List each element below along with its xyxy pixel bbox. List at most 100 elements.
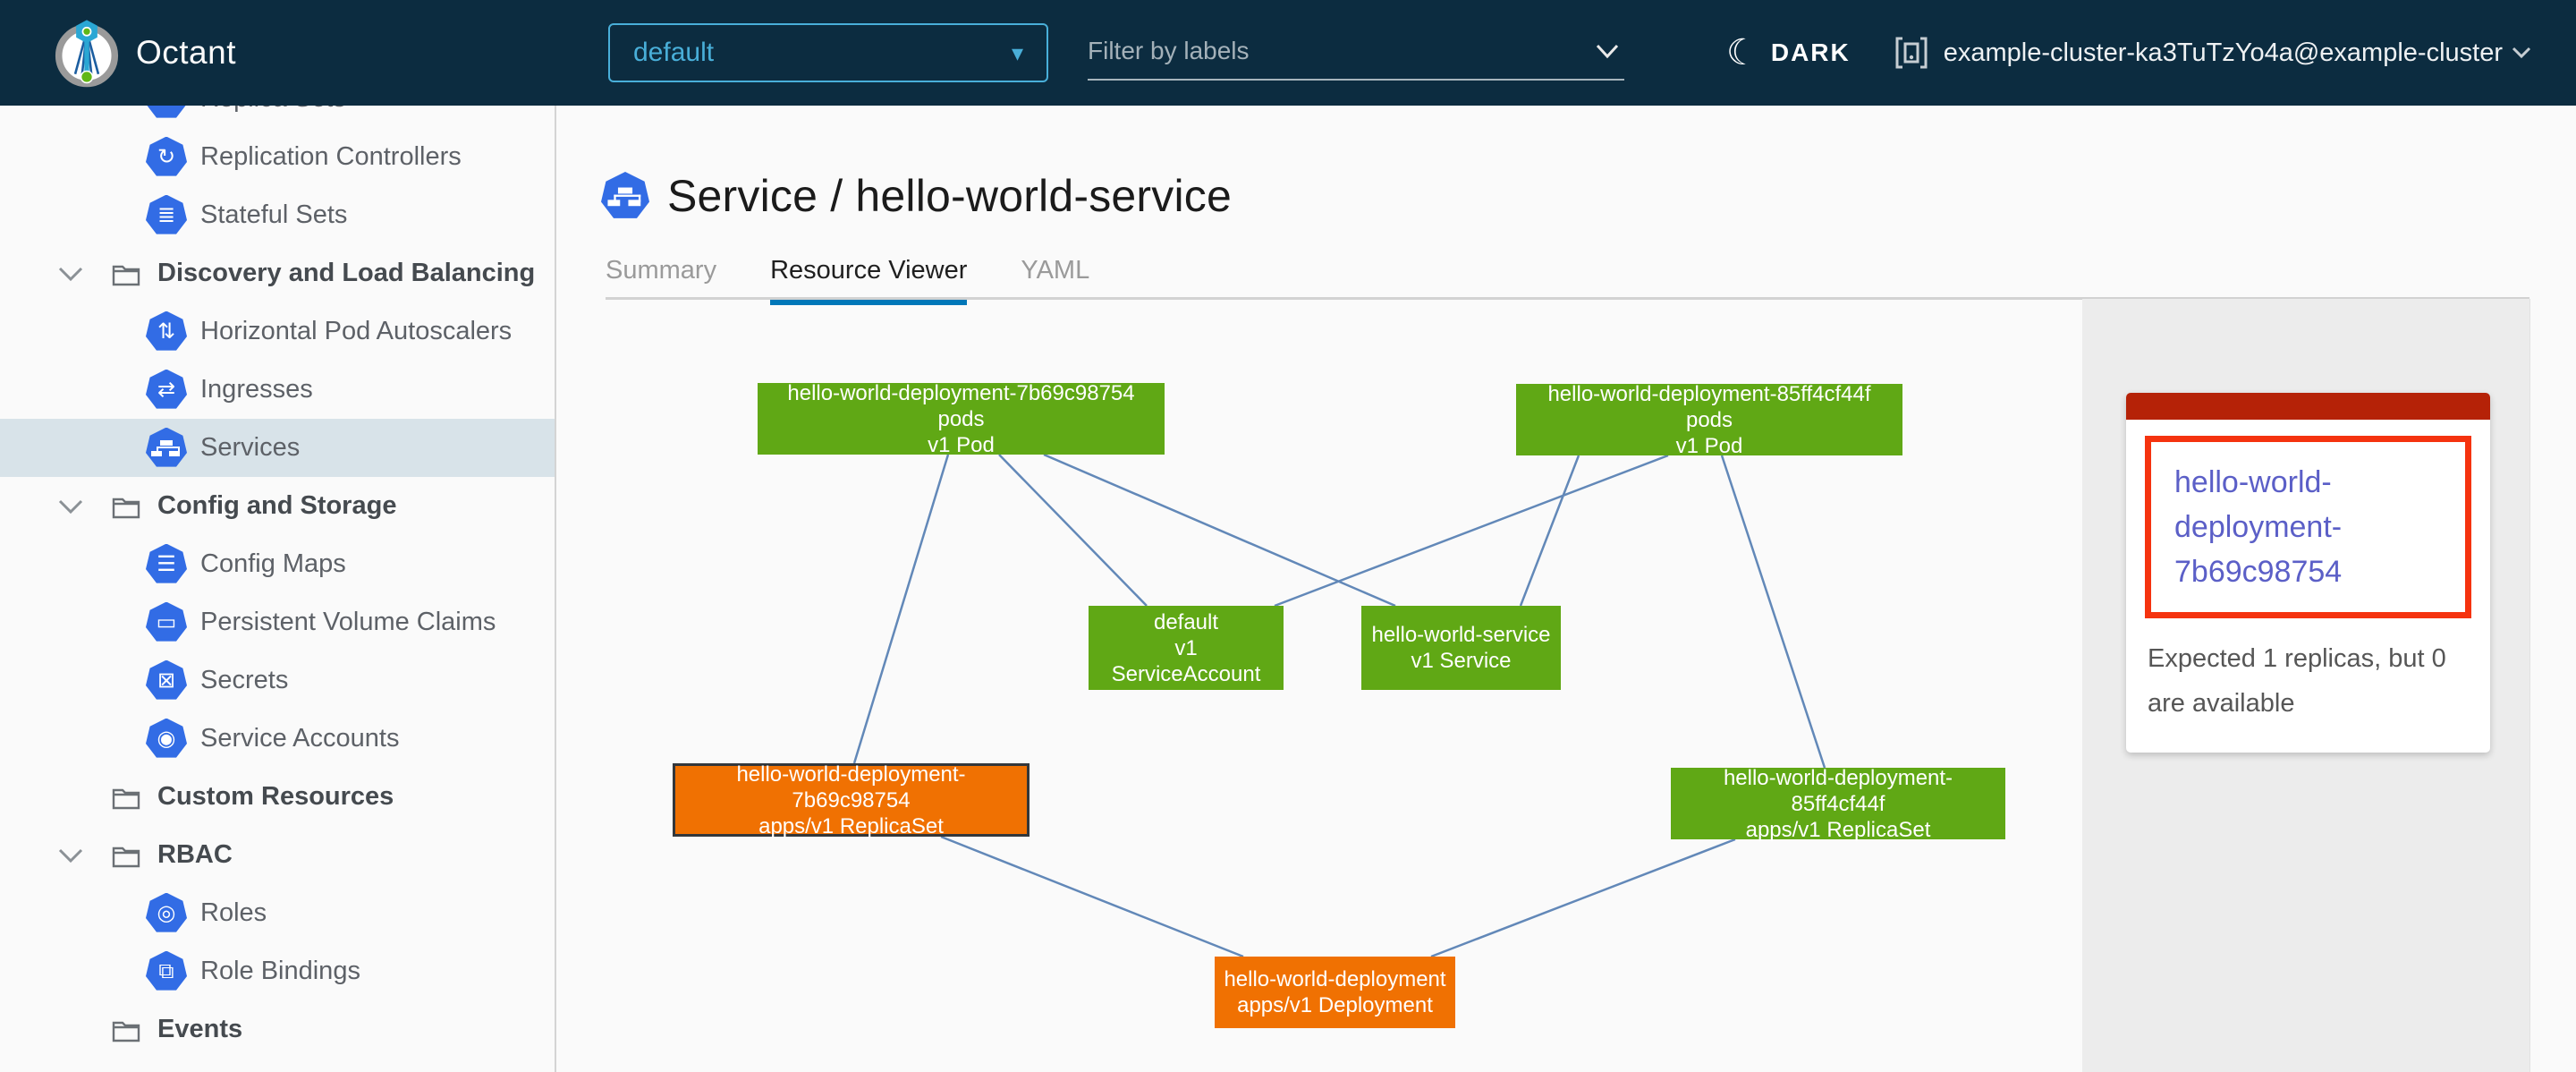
node-name: hello-world-deployment-85ff4cf44f	[1723, 765, 1953, 816]
sidebar-item-persistent-volume-claims[interactable]: ▭ Persistent Volume Claims	[0, 593, 555, 651]
octant-logo	[55, 20, 119, 88]
graph-node-pods-85ff4cf44f[interactable]: hello-world-deployment-85ff4cf44f pods v…	[1516, 381, 1902, 458]
context-label: example-cluster-ka3TuTzYo4a@example-clus…	[1943, 38, 2503, 67]
node-name: hello-world-deployment	[1224, 967, 1446, 991]
roles-icon: ◎	[146, 892, 187, 932]
sidebar-item-ingresses[interactable]: ⇄ Ingresses	[0, 361, 555, 419]
folder-icon	[112, 788, 140, 809]
persistent-volume-claims-icon: ▭	[146, 601, 187, 642]
sidebar-section-label: Custom Resources	[157, 782, 394, 811]
chevron-down-icon[interactable]	[57, 266, 84, 282]
sidebar-item-service-accounts[interactable]: ◉ Service Accounts	[0, 710, 555, 768]
sidebar-item-label: Horizontal Pod Autoscalers	[200, 317, 513, 345]
sidebar-item-label: Secrets	[200, 666, 289, 694]
node-kind: v1 Pod	[928, 432, 995, 457]
sidebar-item-role-bindings[interactable]: ⧉ Role Bindings	[0, 942, 555, 1000]
sidebar-item-label: Ingresses	[200, 375, 313, 404]
label-filter-input[interactable]	[1088, 37, 1594, 65]
namespace-dropdown-value: default	[633, 38, 715, 67]
sidebar-section-label: Config and Storage	[157, 491, 397, 520]
horizontal-pod-autoscalers-icon: ⇅	[146, 311, 187, 351]
filter-chevron-down-icon[interactable]	[1594, 42, 1621, 60]
sidebar-item-label: Config Maps	[200, 549, 346, 578]
tab-bar: Summary Resource Viewer YAML	[606, 256, 1143, 305]
graph-node-replicaset-85ff4cf44f[interactable]: hello-world-deployment-85ff4cf44f apps/v…	[1671, 765, 2005, 842]
sidebar-item-stateful-sets[interactable]: ≣ Stateful Sets	[0, 186, 555, 244]
namespace-dropdown[interactable]: default ▾	[608, 23, 1048, 82]
chevron-down-icon[interactable]	[57, 498, 84, 515]
context-chevron-down-icon	[2512, 47, 2531, 59]
sidebar-item-roles[interactable]: ◎ Roles	[0, 884, 555, 942]
tab-resource-viewer[interactable]: Resource Viewer	[770, 256, 968, 305]
graph-node-replicaset-7b69c98754[interactable]: hello-world-deployment-7b69c98754 apps/v…	[673, 761, 1030, 838]
folder-icon	[112, 1021, 140, 1042]
tab-separator	[606, 297, 2529, 300]
app-header: Octant default ▾ ☾ DARK example-cluster-…	[0, 0, 2576, 106]
sidebar-item-replication-controllers[interactable]: ↻ Replication Controllers	[0, 128, 555, 186]
scrollbar-gutter[interactable]	[2529, 299, 2576, 1072]
node-kind: v1 Service	[1411, 649, 1512, 673]
graph-node-deployment-hello-world[interactable]: hello-world-deployment apps/v1 Deploymen…	[1215, 957, 1455, 1028]
stateful-sets-icon: ≣	[146, 194, 187, 234]
sidebar-item-services[interactable]: Services	[0, 419, 555, 477]
graph-node-service-hello-world[interactable]: hello-world-service v1 Service	[1361, 606, 1561, 690]
detail-panel: hello-world-deployment-7b69c98754 Expect…	[2082, 299, 2529, 1072]
replication-controllers-icon: ↻	[146, 136, 187, 176]
service-accounts-icon: ◉	[146, 718, 187, 758]
context-terminal-icon	[1895, 37, 1928, 69]
sidebar-item-label: Service Accounts	[200, 724, 400, 753]
node-name: hello-world-deployment-85ff4cf44f pods	[1547, 381, 1871, 432]
dark-theme-toggle[interactable]: ☾ DARK	[1726, 0, 1851, 106]
sidebar-section-label: Events	[157, 1015, 243, 1043]
graph-node-serviceaccount-default[interactable]: default v1 ServiceAccount	[1089, 606, 1284, 690]
app-title: Octant	[136, 34, 236, 71]
sidebar-item-label: Persistent Volume Claims	[200, 608, 496, 636]
context-switcher[interactable]: example-cluster-ka3TuTzYo4a@example-clus…	[1894, 0, 2531, 106]
config-maps-icon: ☰	[146, 543, 187, 583]
sidebar-item-label: Services	[200, 433, 301, 462]
node-name: hello-world-deployment-7b69c98754	[736, 761, 966, 813]
sidebar-item-custom-resources[interactable]: Custom Resources	[0, 768, 555, 826]
sidebar-item-label: Roles	[200, 898, 267, 927]
sidebar-item-config-maps[interactable]: ☰ Config Maps	[0, 535, 555, 593]
node-kind: v1 Pod	[1675, 433, 1743, 458]
tab-yaml[interactable]: YAML	[1021, 256, 1090, 285]
sidebar-item-horizontal-pod-autoscalers[interactable]: ⇅ Horizontal Pod Autoscalers	[0, 302, 555, 361]
replica-sets-icon: ❐	[146, 106, 187, 118]
sidebar-item-discovery-and-load-balancing[interactable]: Discovery and Load Balancing	[0, 244, 555, 302]
secrets-icon: ⊠	[146, 659, 187, 700]
chevron-down-icon[interactable]	[57, 847, 84, 864]
services-icon	[146, 427, 187, 467]
role-bindings-icon: ⧉	[146, 950, 187, 991]
sidebar-item-replica-sets[interactable]: ❐ Replica Sets	[0, 106, 555, 128]
replica-warning-message: Expected 1 replicas, but 0 are available	[2148, 644, 2446, 718]
replicaset-link[interactable]: hello-world-deployment-7b69c98754	[2174, 465, 2343, 589]
folder-icon	[112, 498, 140, 518]
folder-icon	[112, 847, 140, 867]
node-kind: apps/v1 ReplicaSet	[1745, 817, 1931, 842]
sidebar: ❐ Replica Sets ↻ Replication Controllers…	[0, 106, 556, 1072]
sidebar-item-events[interactable]: Events	[0, 1000, 555, 1059]
node-name: hello-world-deployment-7b69c98754 pods	[787, 380, 1135, 431]
node-kind: apps/v1 ReplicaSet	[758, 813, 944, 838]
sidebar-item-label: Role Bindings	[200, 957, 360, 985]
sidebar-item-config-and-storage[interactable]: Config and Storage	[0, 477, 555, 535]
sidebar-item-secrets[interactable]: ⊠ Secrets	[0, 651, 555, 710]
page-title: Service / hello-world-service	[667, 171, 1232, 221]
dropdown-caret-icon: ▾	[1011, 38, 1023, 66]
ingresses-icon: ⇄	[146, 369, 187, 409]
sidebar-item-rbac[interactable]: RBAC	[0, 826, 555, 884]
theme-toggle-label: DARK	[1770, 38, 1851, 66]
node-kind: apps/v1 Deployment	[1237, 993, 1433, 1017]
error-status-bar	[2126, 393, 2490, 420]
sidebar-item-label: Replication Controllers	[200, 142, 462, 171]
folder-icon	[112, 265, 140, 285]
sidebar-item-label: Replica Sets	[200, 106, 346, 114]
tab-summary[interactable]: Summary	[606, 256, 717, 285]
sidebar-section-label: Discovery and Load Balancing	[157, 259, 536, 287]
sidebar-nav-list: ❐ Replica Sets ↻ Replication Controllers…	[0, 106, 555, 1059]
node-name: hello-world-service	[1371, 623, 1551, 647]
graph-node-pods-7b69c98754[interactable]: hello-world-deployment-7b69c98754 pods v…	[758, 380, 1165, 457]
node-kind: v1 ServiceAccount	[1111, 635, 1261, 686]
sidebar-section-label: RBAC	[157, 840, 233, 869]
